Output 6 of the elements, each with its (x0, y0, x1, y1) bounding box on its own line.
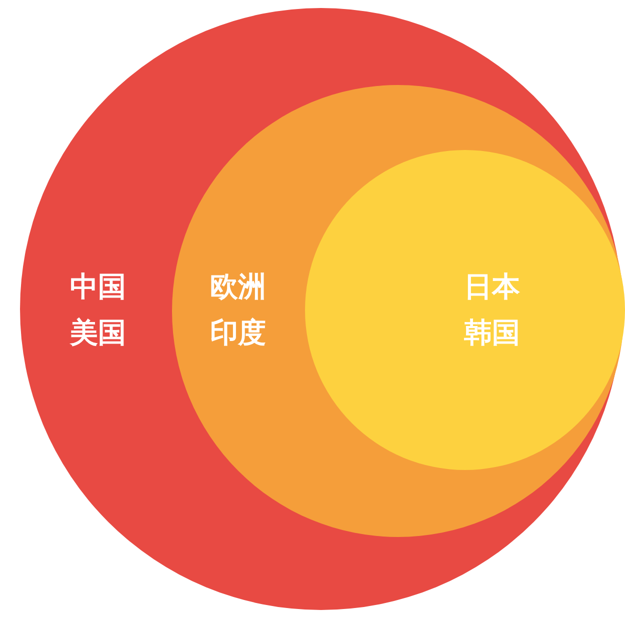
region-label: 韩国 (464, 315, 520, 351)
region-label: 中国 (70, 269, 126, 305)
region-label: 美国 (70, 315, 126, 351)
region-label: 印度 (210, 315, 266, 351)
region-label: 日本 (464, 269, 520, 305)
region-label: 欧洲 (210, 269, 266, 305)
